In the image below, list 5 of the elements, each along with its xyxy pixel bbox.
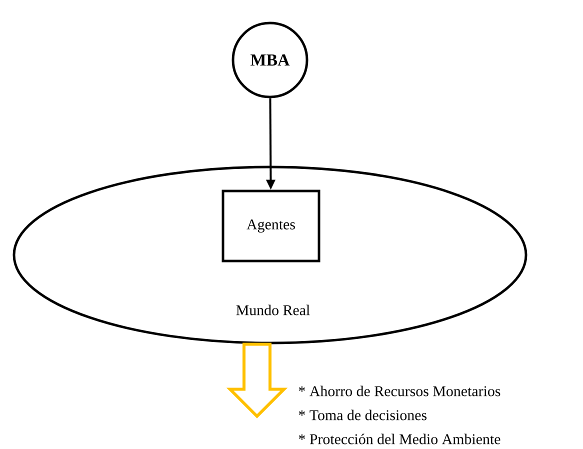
bullet-text: * Ahorro de Recursos Monetarios [298,386,500,396]
bullet-text: * Protección del Medio Ambiente [298,434,500,444]
bullet-text: * Toma de decisiones [298,410,427,420]
block-arrow [226,342,288,418]
agent-box: Agentes [222,190,320,262]
